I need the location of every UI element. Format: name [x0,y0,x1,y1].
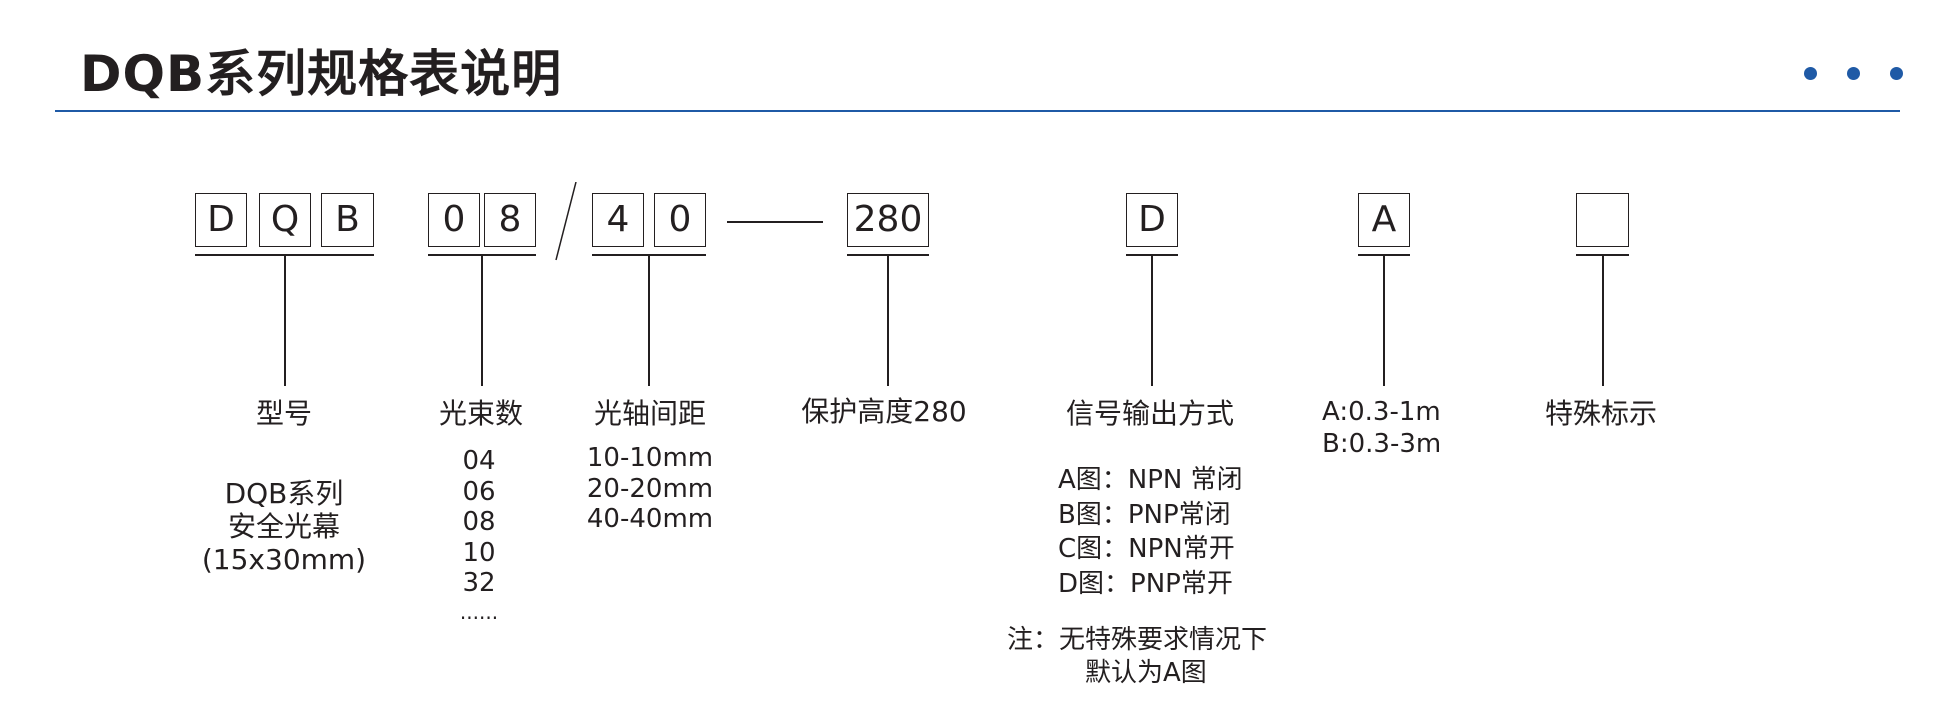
model-details: DQB系列 安全光幕 (15x30mm) [202,477,366,576]
dot-icon [1804,67,1817,80]
slash-separator [555,182,577,261]
model-label: 型号 [255,397,313,430]
signal-leader-line [1151,254,1153,386]
height-box: 280 [847,193,929,247]
beam-leader-line [481,254,483,386]
beam-digit-box: 0 [428,193,480,247]
signal-note: 注：无特殊要求情况下 默认为A图 [1007,624,1267,690]
dot-icon [1847,67,1860,80]
signal-label: 信号输出方式 [1065,397,1235,430]
model-letter-box: D [195,193,247,247]
cable-length-list: A:0.3-1m B:0.3-3m [1322,396,1441,460]
list-item: DQB系列 [224,477,344,510]
cable-leader-line [1383,254,1385,386]
spacing-list: 10-10mm 20-20mm 40-40mm [587,443,713,535]
list-item: 08 [462,507,496,537]
list-item: B:0.3-3m [1322,429,1442,459]
spacing-digit-box: 4 [592,193,644,247]
list-item: 40-40mm [586,504,714,534]
signal-options-list: A图：NPN 常闭 B图：PNP常闭 C图：NPN常开 D图：PNP常开 [1058,463,1243,601]
dot-icon [1890,67,1903,80]
dash-connector [727,221,823,223]
spacing-label: 光轴间距 [593,397,707,430]
signal-box: D [1126,193,1178,247]
list-item: 04 [462,446,496,476]
list-item: 安全光幕 [227,510,341,543]
beam-digit-box: 8 [484,193,536,247]
list-item: 32 [462,568,496,598]
height-leader-line [887,254,889,386]
list-item: B图：PNP常闭 [1058,499,1231,530]
special-label: 特殊标示 [1544,397,1658,430]
list-item: C图：NPN常开 [1058,534,1235,564]
special-leader-line [1602,254,1604,386]
list-item: A:0.3-1m [1322,397,1441,427]
list-item: 10-10mm [586,443,714,473]
spacing-digit-box: 0 [654,193,706,247]
list-item: (15x30mm) [201,543,367,576]
beams-label: 光束数 [438,397,524,430]
list-item: 06 [462,476,496,507]
beam-count-list: 04 06 08 10 32 ...... [460,446,498,625]
model-letter-box: B [321,193,374,247]
special-box [1576,193,1629,247]
model-leader-line [284,254,286,386]
list-item: D图：PNP常开 [1058,568,1233,599]
spacing-leader-line [648,254,650,386]
page-title: DQB系列规格表说明 [80,45,563,103]
list-item: 10 [462,537,496,568]
list-item: 20-20mm [586,473,714,504]
cable-box: A [1358,193,1410,247]
list-item: ...... [459,599,499,624]
model-letter-box: Q [259,193,311,247]
height-label: 保护高度280 [801,395,967,428]
note-line: 注：无特殊要求情况下 [1007,625,1268,655]
note-line: 默认为A图 [1085,658,1207,688]
header-divider [55,110,1900,112]
list-item: A图：NPN 常闭 [1058,465,1243,495]
